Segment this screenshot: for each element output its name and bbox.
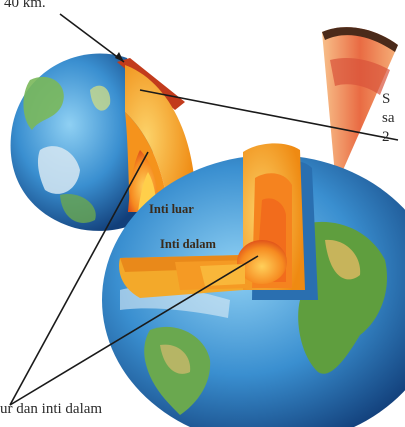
inner-core-label: Inti dalam xyxy=(160,237,216,251)
mantle-label-line-3: 2 xyxy=(382,129,390,145)
crust-depth-label: ± 40 km. xyxy=(0,0,46,11)
mantle-label-line-1: S xyxy=(382,91,391,107)
core-caption: ur dan inti dalam xyxy=(0,401,103,417)
leader-lines xyxy=(9,13,399,406)
large-globe xyxy=(102,143,405,427)
crust-mantle-wedge xyxy=(322,27,398,186)
mantle-label-line-2: sa xyxy=(382,110,395,126)
outer-core-label: Inti luar xyxy=(149,202,194,216)
